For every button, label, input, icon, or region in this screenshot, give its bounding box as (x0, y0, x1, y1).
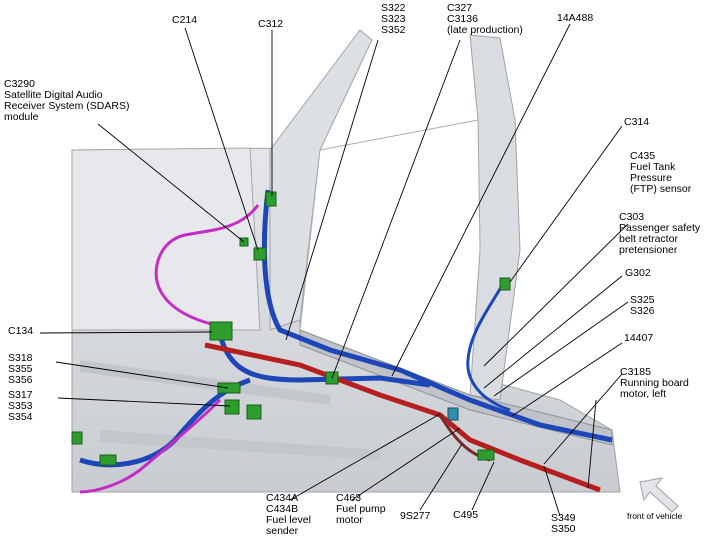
connector-s318 (217, 382, 241, 394)
label-c495: C495 (453, 509, 479, 521)
label-c435-ftp-sensor: C435 Fuel Tank Pressure (FTP) sensor (630, 150, 692, 195)
purple-harness-lower (79, 398, 222, 494)
door-opening (299, 119, 481, 396)
label-c434-fuel-level-sender: C434A C434B Fuel level sender (266, 492, 311, 537)
connector-c134 (209, 321, 233, 341)
purple-harness-upper (154, 204, 260, 327)
label-s349-s350: S349 S350 (551, 512, 576, 535)
connector-c312 (265, 191, 277, 207)
label-c3185-running-board: C3185 Running board motor, left (620, 366, 689, 400)
label-s325-s326: S325 S326 (630, 294, 655, 317)
label-c327-c3136: C327 C3136 (late production) (447, 2, 523, 36)
label-c214: C214 (172, 14, 198, 26)
label-s317-s353-s354: S317 S353 S354 (8, 389, 33, 423)
blue-harness-pillar (466, 279, 511, 412)
label-c314: C314 (624, 116, 650, 128)
label-g302: G302 (625, 267, 651, 279)
floor-rib-2 (100, 430, 380, 460)
connector-c214 (253, 247, 267, 261)
label-c3290-sdars: C3290 Satellite Digital Audio Receiver S… (4, 78, 130, 123)
label-14a488: 14A488 (557, 12, 594, 24)
label-14407: 14407 (624, 332, 654, 344)
label-front-of-vehicle: front of vehicle (627, 511, 683, 521)
connector-left-1 (71, 431, 83, 445)
connector-left-2 (99, 454, 117, 466)
front-of-vehicle-arrow (639, 477, 679, 513)
floor-rib-1 (80, 360, 330, 405)
red-harness (204, 342, 601, 493)
label-s318-s355-s356: S318 S355 S356 (8, 352, 33, 386)
blue-harness-main (261, 189, 613, 443)
connector-c495 (477, 449, 495, 461)
label-c312: C312 (258, 18, 284, 30)
label-c303-pretensioner: C303 Passenger safety belt retractor pre… (619, 211, 701, 256)
connector-s317b (246, 404, 262, 420)
leader-lines (39, 23, 629, 517)
label-9s277: 9S277 (400, 510, 431, 522)
connector-c314 (499, 277, 511, 291)
rear-wall-panel (71, 147, 261, 331)
sill-panel (299, 329, 613, 446)
roof-pillar (269, 29, 373, 331)
label-s322-s323-s352: S322 S323 S352 (381, 2, 406, 36)
label-c134: C134 (8, 325, 34, 337)
connector-s317 (224, 399, 240, 415)
connector-c434 (447, 407, 459, 421)
label-c463-fuel-pump: C463 Fuel pump motor (336, 492, 386, 526)
